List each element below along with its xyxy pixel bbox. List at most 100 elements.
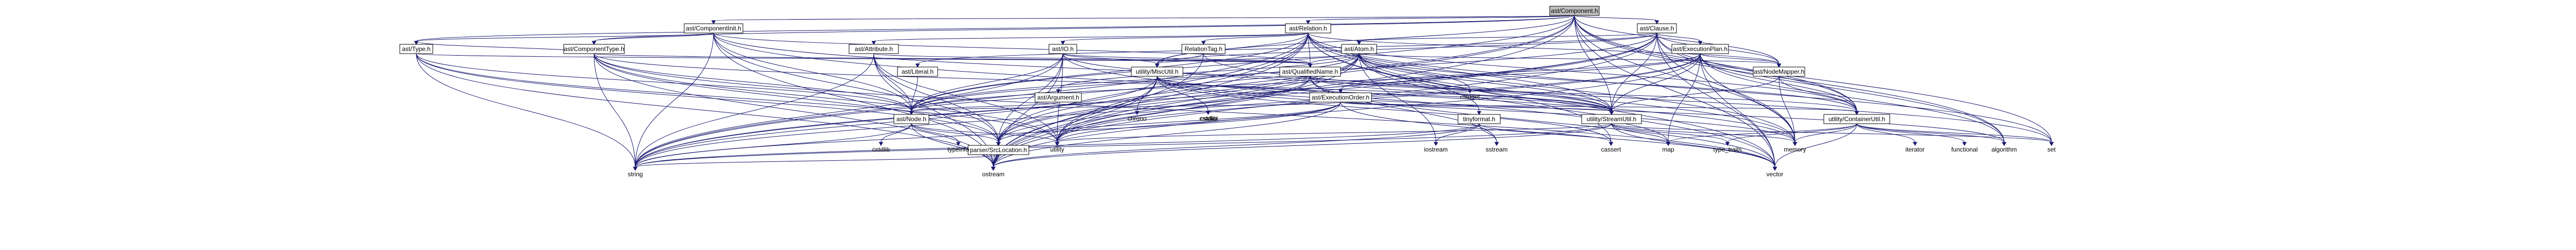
edge-n18-n27 [1435, 123, 1480, 143]
node-box-utility-miscutil-h [1131, 66, 1183, 77]
node-parser-srclocation-h[interactable]: parser/SrcLocation.h [968, 145, 1029, 155]
edge-n18-n38 [993, 123, 1480, 168]
node-ast-argument-h[interactable]: ast/Argument.h [1035, 92, 1082, 103]
edge-n16-n29 [1057, 102, 1341, 143]
edge-n10-n14 [1700, 53, 1780, 64]
node-ast-componentinit-h[interactable]: ast/ComponentInit.h [684, 23, 743, 34]
edge-arrowhead-n20-n33 [1912, 142, 1918, 146]
node-ast-clause-h[interactable]: ast/Clause.h [1637, 23, 1677, 34]
node-ast-relation-h[interactable]: ast/Relation.h [1285, 23, 1331, 34]
edge-n18-n26 [1479, 123, 1612, 143]
node-tinyformat-h[interactable]: tinyformat.h [1458, 114, 1501, 124]
edge-n19-n29 [1057, 123, 1612, 143]
edge-n16-n21 [998, 102, 1341, 143]
node-string: string [628, 171, 642, 178]
edge-arrowhead-n0-n3 [1654, 20, 1659, 24]
edge-arrowhead-n16-n20 [1854, 111, 1859, 115]
node-ast-nodemapper-h[interactable]: ast/NodeMapper.h [1753, 66, 1805, 77]
edge-arrowhead-n17-n41 [878, 142, 884, 146]
node-ast-componenttype-h[interactable]: ast/ComponentType.h [563, 44, 625, 54]
edge-n4-n29 [416, 53, 1058, 143]
edge-n9-n20 [1359, 53, 1857, 112]
node-ast-component-h[interactable]: ast/Component.h [1549, 6, 1600, 16]
edge-n2-n13 [1308, 32, 1311, 64]
edge-n21-n38 [993, 154, 999, 168]
edge-n19-n38 [993, 123, 1612, 168]
node-ast-literal-h[interactable]: ast/Literal.h [897, 66, 938, 77]
edge-n5-n13 [594, 53, 1311, 64]
node-ast-qualifiedname-h[interactable]: ast/QualifiedName.h [1279, 66, 1341, 77]
edge-n10-n37 [1700, 53, 1775, 168]
edge-n0-n3 [1574, 15, 1657, 21]
edge-n7-n21 [998, 53, 1063, 143]
edge-n13-n19 [1310, 76, 1612, 112]
node-relationtag-h[interactable]: RelationTag.h [1181, 44, 1226, 54]
node-label-cstdlib: cstdlib [872, 146, 890, 153]
edge-n19-n39 [635, 123, 1612, 168]
node-ast-executionorder-h[interactable]: ast/ExecutionOrder.h [1309, 92, 1372, 103]
edge-n5-n37 [594, 53, 1775, 168]
node-utility-miscutil-h[interactable]: utility/MiscUtil.h [1131, 66, 1183, 77]
edge-n10-n16 [1340, 53, 1701, 90]
node-iterator: iterator [1905, 146, 1924, 153]
node-label-parser-srclocation-h: parser/SrcLocation.h [970, 146, 1027, 154]
edge-arrowhead-n3-n10 [1698, 41, 1703, 45]
edge-n7-n17 [911, 53, 1063, 112]
edge-n20-n31 [1668, 123, 1857, 143]
edge-n1-n17 [713, 32, 912, 112]
node-ast-atom-h[interactable]: ast/Atom.h [1341, 44, 1377, 54]
edge-n0-n17 [911, 15, 1575, 112]
node-ast-type-h[interactable]: ast/Type.h [399, 44, 433, 54]
edge-n3-n9 [1359, 32, 1657, 42]
edge-n0-n36 [1574, 15, 2052, 143]
edge-n0-n14 [1574, 15, 1780, 64]
edge-n3-n10 [1656, 32, 1701, 42]
node-label-utility-streamutil-h: utility/StreamUtil.h [1587, 115, 1637, 123]
node-label-cstdlib: cstdlib [1199, 115, 1217, 122]
edge-arrowhead-n16-n17 [909, 111, 914, 115]
node-label-set: set [2047, 146, 2056, 153]
edge-arrowhead-n20-n37 [1772, 166, 1777, 171]
edge-arrowhead-n18-n27 [1433, 142, 1438, 146]
node-label-tinyformat-h: tinyformat.h [1463, 115, 1496, 123]
node-box-ast-io-h [1048, 44, 1077, 54]
edge-n17-n21 [911, 123, 999, 143]
edge-n20-n36 [1856, 123, 2052, 143]
edge-n15-n17 [911, 102, 1059, 112]
node-ast-io-h[interactable]: ast/IO.h [1048, 44, 1077, 54]
node-ast-node-h[interactable]: ast/Node.h [893, 114, 929, 124]
node-label-functional: functional [1951, 146, 1977, 153]
edge-n0-n4 [416, 15, 1575, 42]
node-label-cstddef: cstddef [1460, 93, 1480, 101]
node-ast-executionplan-h[interactable]: ast/ExecutionPlan.h [1671, 44, 1729, 54]
node-vector: vector [1767, 171, 1784, 178]
node-box-ast-argument-h [1035, 92, 1082, 103]
edge-arrowhead-n10-n14 [1776, 63, 1782, 68]
edge-n9-n17 [911, 53, 1360, 112]
node-box-ast-literal-h [897, 66, 938, 77]
edge-n9-n18 [1359, 53, 1480, 112]
edge-n6-n39 [635, 53, 874, 168]
edge-n9-n27 [1359, 53, 1436, 143]
edge-arrowhead-n18-n28 [1494, 142, 1499, 146]
node-box-ast-relation-h [1285, 23, 1331, 34]
node-utility-containerutil-h[interactable]: utility/ContainerUtil.h [1823, 114, 1890, 124]
edge-arrowhead-n5-n4 [414, 41, 419, 45]
node-label-ast-executionplan-h: ast/ExecutionPlan.h [1673, 45, 1727, 53]
edge-n11-n17 [911, 76, 918, 112]
node-iostream: iostream [1424, 146, 1448, 153]
node-box-utility-containerutil-h [1823, 114, 1890, 124]
graph-nodes: ast/Component.h ast/ComponentInit.h ast/Re… [399, 6, 2056, 178]
edge-arrowhead-n17-n21 [996, 142, 1001, 146]
edge-n4-n39 [416, 53, 636, 168]
node-box-ast-componentinit-h [684, 23, 743, 34]
edge-n1-n21 [713, 32, 999, 143]
node-ast-attribute-h[interactable]: ast/Attribute.h [849, 44, 899, 54]
node-label-ast-nodemapper-h: ast/NodeMapper.h [1754, 68, 1804, 75]
edge-n9-n13 [1310, 53, 1360, 64]
edge-arrowhead-n20-n36 [2049, 142, 2054, 146]
node-label-cassert: cassert [1601, 146, 1621, 153]
node-utility-streamutil-h[interactable]: utility/StreamUtil.h [1581, 114, 1642, 124]
edge-n19-n32 [1611, 123, 1795, 143]
